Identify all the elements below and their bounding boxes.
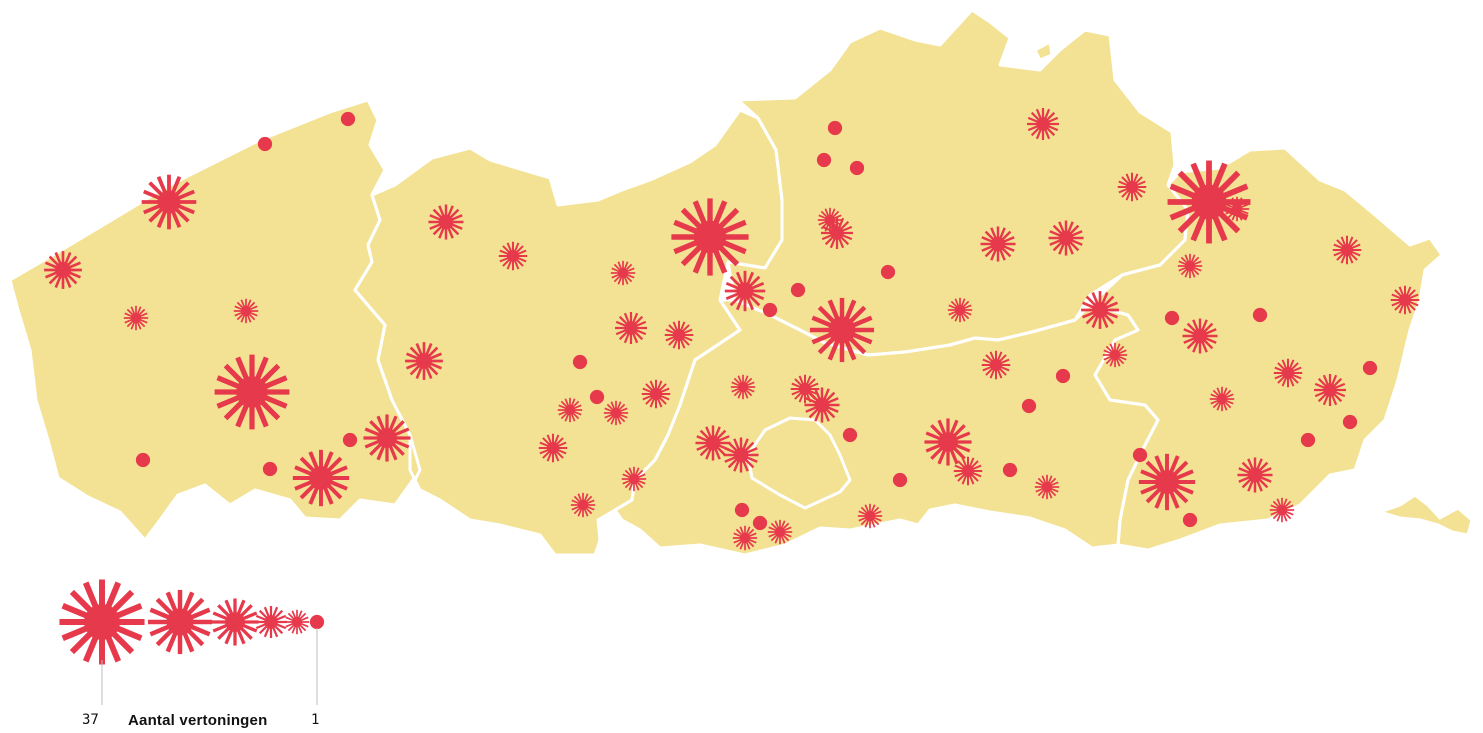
screening-marker — [615, 312, 647, 344]
screening-marker — [1081, 291, 1119, 329]
screening-marker — [1177, 253, 1203, 279]
screening-marker — [1132, 447, 1148, 463]
legend-markers — [59, 579, 325, 665]
screening-marker — [842, 427, 858, 443]
screening-marker — [233, 298, 259, 324]
screening-marker — [1342, 414, 1358, 430]
screening-marker — [752, 515, 768, 531]
screening-marker — [135, 452, 151, 468]
screening-marker — [1237, 457, 1273, 493]
screening-marker — [340, 111, 356, 127]
screening-marker — [342, 432, 358, 448]
screening-marker — [817, 207, 843, 233]
screening-marker — [804, 387, 840, 423]
screening-marker — [734, 502, 750, 518]
screening-marker — [924, 418, 972, 466]
screening-marker — [257, 136, 273, 152]
screening-marker — [947, 297, 973, 323]
screening-marker — [1362, 360, 1378, 376]
screening-marker — [1314, 374, 1346, 406]
screening-marker — [1117, 172, 1147, 202]
screening-marker — [732, 525, 758, 551]
legend-marker — [284, 609, 310, 635]
screening-marker — [981, 350, 1011, 380]
screening-marker — [1138, 453, 1196, 511]
screening-marker — [570, 492, 596, 518]
screening-marker — [809, 297, 875, 363]
screening-marker — [892, 472, 908, 488]
screening-marker — [214, 354, 290, 430]
screening-marker — [572, 354, 588, 370]
screening-marker — [767, 519, 793, 545]
screening-marker — [762, 302, 778, 318]
screening-marker — [621, 466, 647, 492]
screening-marker — [292, 449, 350, 507]
screening-marker — [1224, 196, 1250, 222]
screening-marker — [1167, 160, 1251, 244]
screening-marker — [405, 342, 443, 380]
screening-marker — [1034, 474, 1060, 500]
screening-marker — [827, 120, 843, 136]
screening-marker — [1055, 368, 1071, 384]
screening-markers — [44, 108, 1420, 551]
legend-marker — [211, 598, 259, 646]
legend-marker — [309, 614, 325, 630]
screening-marker — [849, 160, 865, 176]
screening-marker — [790, 282, 806, 298]
screening-marker — [723, 437, 759, 473]
screening-marker — [730, 374, 756, 400]
screening-marker — [1300, 432, 1316, 448]
screening-marker — [1252, 307, 1268, 323]
legend-marker — [255, 606, 287, 638]
screening-marker — [857, 503, 883, 529]
screening-marker — [695, 425, 731, 461]
screening-marker — [428, 204, 464, 240]
exclave-baarle — [1033, 40, 1054, 62]
screening-marker — [1182, 512, 1198, 528]
screening-marker — [1027, 108, 1059, 140]
screening-marker — [1390, 285, 1420, 315]
screening-marker — [1002, 462, 1018, 478]
screening-marker — [1021, 398, 1037, 414]
screening-marker — [1273, 358, 1303, 388]
screening-marker — [603, 400, 629, 426]
screening-marker — [953, 456, 983, 486]
screening-marker — [363, 414, 411, 462]
legend-title: Aantal vertoningen — [128, 712, 268, 729]
screening-marker — [664, 320, 694, 350]
screening-marker — [1164, 310, 1180, 326]
screening-marker — [980, 226, 1016, 262]
screening-marker — [671, 198, 749, 276]
screening-marker — [1269, 497, 1295, 523]
screening-marker — [44, 251, 82, 289]
screening-marker — [1048, 220, 1084, 256]
screening-marker — [141, 174, 197, 230]
screening-marker — [498, 241, 528, 271]
legend-marker — [59, 579, 145, 665]
screening-marker — [538, 433, 568, 463]
screening-marker — [589, 389, 605, 405]
screening-marker — [1209, 386, 1235, 412]
screening-marker — [262, 461, 278, 477]
screening-marker — [123, 305, 149, 331]
region-brussels — [746, 416, 852, 510]
screening-marker — [641, 379, 671, 409]
screening-marker — [724, 270, 766, 312]
legend-marker — [147, 589, 213, 655]
screening-marker — [1102, 342, 1128, 368]
screening-marker — [1332, 235, 1362, 265]
exclave-voeren — [1378, 493, 1474, 537]
screening-marker — [1182, 318, 1218, 354]
legend-max-label: 37 — [82, 712, 99, 728]
screening-marker — [557, 397, 583, 423]
screening-marker — [790, 374, 820, 404]
screening-marker — [880, 264, 896, 280]
screening-marker — [816, 152, 832, 168]
screening-marker — [610, 260, 636, 286]
province-west-flanders — [8, 98, 422, 542]
legend-min-label: 1 — [311, 712, 320, 728]
